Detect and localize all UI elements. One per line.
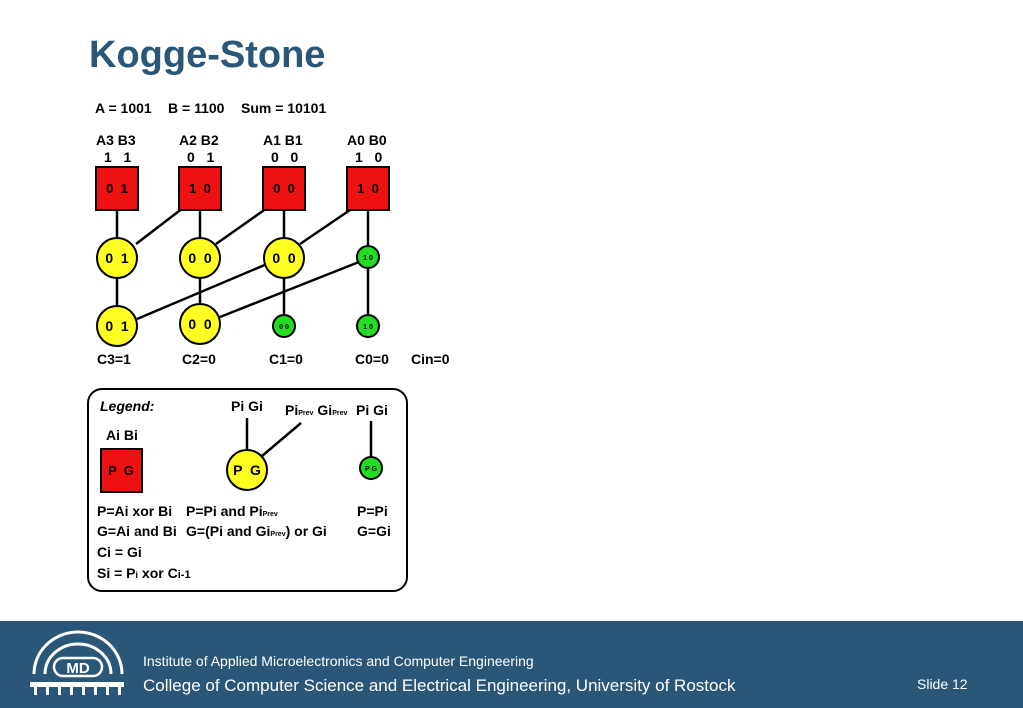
carry-c1: C1=0 bbox=[269, 351, 303, 367]
input-label-0: A0 B0 bbox=[347, 132, 387, 148]
legend-red-box-text: P G bbox=[108, 463, 134, 478]
svg-text:1 0: 1 0 bbox=[363, 324, 373, 331]
svg-text:0 1: 0 1 bbox=[105, 250, 129, 266]
legend-p-prev-def: P=Pi and PiPrev bbox=[186, 503, 278, 519]
pg-box-text: 1 0 bbox=[357, 181, 379, 196]
legend-green-text: P G bbox=[365, 466, 377, 473]
input-bits-1: 0 0 bbox=[271, 149, 298, 165]
l1-node-3: 0 1 bbox=[96, 237, 138, 279]
sum-value: Sum = 10101 bbox=[241, 100, 326, 116]
footer-bar bbox=[0, 621, 1023, 708]
legend-g-prev-def: G=(Pi and GiPrev) or Gi bbox=[186, 523, 327, 539]
legend-s-def: Si = Pi xor Ci-1 bbox=[97, 565, 191, 581]
svg-text:0 1: 0 1 bbox=[105, 318, 129, 334]
l1-node-0: 1 0 bbox=[356, 245, 380, 269]
l2-node-3: 0 1 bbox=[96, 305, 138, 347]
a-value: A = 1001 bbox=[95, 100, 152, 116]
kogge-stone-diagram: A = 1001 B = 1100 Sum = 10101 A3 B3 A2 B… bbox=[87, 100, 450, 592]
legend-green-node bbox=[359, 456, 383, 480]
input-label-2: A2 B2 bbox=[179, 132, 219, 148]
legend-p-def: P=Ai xor Bi bbox=[97, 503, 172, 519]
logo-text: MD bbox=[66, 660, 89, 677]
l1-node-1: 0 0 bbox=[263, 237, 305, 279]
pg-box-text: 1 0 bbox=[189, 181, 211, 196]
legend-yellow-text: P G bbox=[233, 462, 261, 478]
legend-pi-gi-right: Pi Gi bbox=[356, 402, 388, 418]
connector-lines bbox=[115, 206, 370, 321]
input-bits-0: 1 0 bbox=[355, 149, 382, 165]
pg-box-0: 1 0 bbox=[346, 166, 390, 211]
input-bits-3: 1 1 bbox=[104, 149, 131, 165]
wire bbox=[219, 260, 360, 319]
carry-cin: Cin=0 bbox=[411, 351, 450, 367]
wire bbox=[136, 262, 268, 321]
svg-text:0 0: 0 0 bbox=[272, 250, 296, 266]
legend-p-pass: P=Pi bbox=[357, 503, 388, 519]
svg-text:1 0: 1 0 bbox=[363, 255, 373, 262]
pg-box-text: 0 0 bbox=[273, 181, 295, 196]
wire bbox=[135, 207, 184, 245]
legend-red-box bbox=[100, 448, 143, 493]
input-bits-2: 0 1 bbox=[187, 149, 214, 165]
pg-box-text: 0 1 bbox=[106, 181, 128, 196]
pg-box-2: 1 0 bbox=[178, 166, 222, 211]
pg-box-3: 0 1 bbox=[95, 166, 139, 211]
legend-c-def: Ci = Gi bbox=[97, 544, 142, 560]
pg-box-1: 0 0 bbox=[262, 166, 306, 211]
legend-wire bbox=[261, 422, 302, 457]
wire bbox=[299, 206, 354, 246]
l2-node-1: 0 0 bbox=[272, 314, 296, 338]
legend-title: Legend: bbox=[100, 398, 154, 414]
svg-text:0 0: 0 0 bbox=[188, 316, 212, 332]
institute-name: Institute of Applied Microelectronics an… bbox=[143, 653, 534, 669]
university-logo: MD bbox=[30, 630, 124, 695]
slide-title: Kogge-Stone bbox=[89, 34, 326, 76]
college-name: College of Computer Science and Electric… bbox=[143, 676, 736, 695]
svg-text:0 0: 0 0 bbox=[188, 250, 212, 266]
legend-aibi: Ai Bi bbox=[106, 427, 138, 443]
carry-c0: C0=0 bbox=[355, 351, 389, 367]
l2-node-2: 0 0 bbox=[179, 303, 221, 345]
l1-node-2: 0 0 bbox=[179, 237, 221, 279]
legend-g-def: G=Ai and Bi bbox=[97, 523, 177, 539]
svg-text:0 0: 0 0 bbox=[279, 324, 289, 331]
input-label-1: A1 B1 bbox=[263, 132, 303, 148]
carry-c3: C3=1 bbox=[97, 351, 131, 367]
carry-c2: C2=0 bbox=[182, 351, 216, 367]
input-label-3: A3 B3 bbox=[96, 132, 136, 148]
wire bbox=[215, 206, 268, 246]
l2-node-0: 1 0 bbox=[356, 314, 380, 338]
legend-pi-gi: Pi Gi bbox=[231, 398, 263, 414]
legend-yellow-node bbox=[226, 449, 268, 491]
legend-g-pass: G=Gi bbox=[357, 523, 391, 539]
slide-number: Slide 12 bbox=[917, 676, 968, 692]
b-value: B = 1100 bbox=[168, 100, 225, 116]
